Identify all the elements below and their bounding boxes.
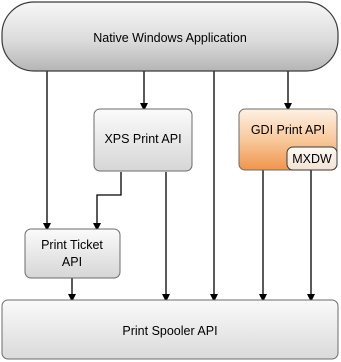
xps-print-api-label: XPS Print API — [104, 132, 181, 146]
mxdw-node: MXDW — [286, 146, 338, 171]
print-ticket-api-label-line2: API — [62, 255, 82, 269]
connectors — [43, 70, 315, 302]
print-spooler-api-label: Print Spooler API — [122, 324, 217, 338]
print-ticket-api-node: Print Ticket API — [24, 228, 121, 279]
xps-print-api-node: XPS Print API — [93, 108, 193, 172]
native-windows-application-label: Native Windows Application — [93, 31, 247, 45]
arrow-xps-to-print-ticket — [93, 172, 122, 231]
mxdw-label: MXDW — [292, 152, 332, 166]
print-spooler-api-node: Print Spooler API — [1, 299, 339, 360]
gdi-print-api-label: GDI Print API — [251, 123, 325, 137]
native-windows-application-node: Native Windows Application — [1, 1, 339, 72]
print-ticket-api-label-line1: Print Ticket — [41, 238, 103, 252]
